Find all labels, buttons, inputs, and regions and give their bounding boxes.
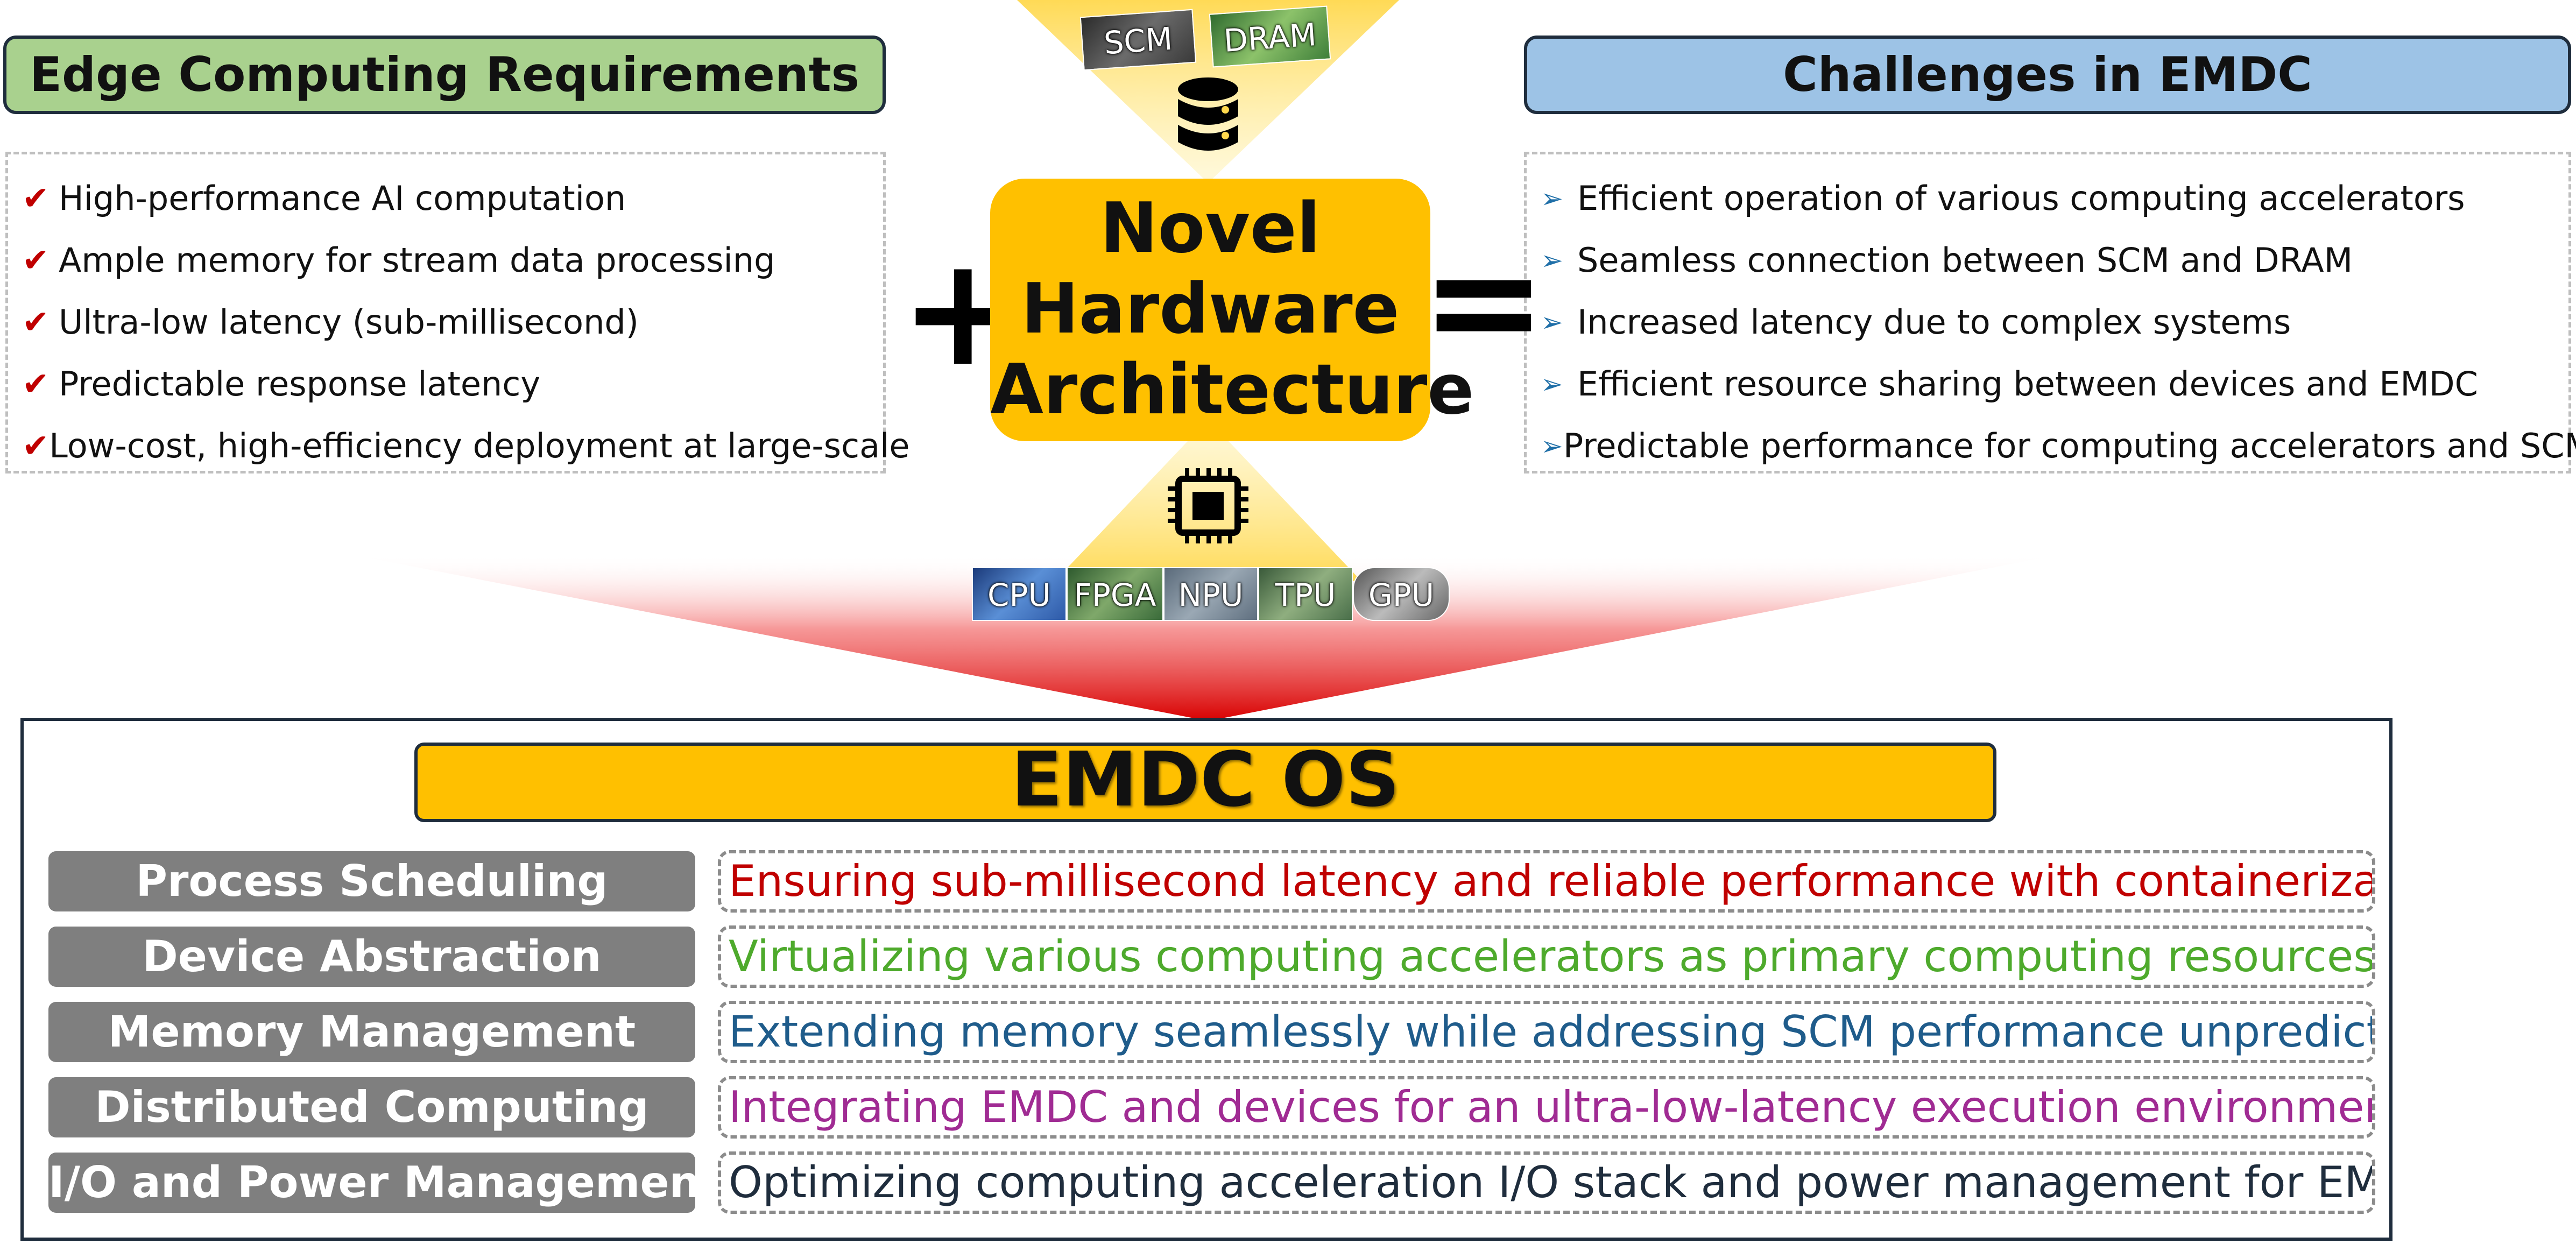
os-desc-distributed-computing: Integrating EMDC and devices for an ultr… xyxy=(718,1076,2375,1139)
os-label-process-scheduling: Process Scheduling xyxy=(48,851,695,911)
challenges-list: ➢Efficient operation of various computin… xyxy=(1541,167,2576,477)
list-item: ✔Ultra-low latency (sub-millisecond) xyxy=(22,302,639,342)
processor-chip-cpu: CPU xyxy=(972,567,1067,621)
os-label-device-abstraction: Device Abstraction xyxy=(48,927,695,987)
novel-hardware-architecture: Novel Hardware Architecture xyxy=(990,179,1474,441)
list-item: ➢Efficient operation of various computin… xyxy=(1541,179,2465,218)
requirements-box: ✔High-performance AI computation ✔Ample … xyxy=(5,152,909,473)
list-item: ➢Efficient resource sharing between devi… xyxy=(1541,364,2478,404)
challenges-title: Challenges in EMDC xyxy=(1783,47,2312,102)
os-desc-process-scheduling: Ensuring sub-millisecond latency and rel… xyxy=(718,850,2375,913)
check-icon: ✔ xyxy=(22,427,50,465)
os-desc-memory-management: Extending memory seamlessly while addres… xyxy=(718,1001,2375,1063)
emdc-os-title: EMDC OS xyxy=(414,743,1996,822)
list-item: ✔Ample memory for stream data processing xyxy=(22,241,775,280)
cpu-chip-icon xyxy=(1168,468,1248,543)
arrow-right-icon: ➢ xyxy=(1541,244,1563,276)
os-label-distributed-computing: Distributed Computing xyxy=(48,1077,695,1137)
requirements-title: Edge Computing Requirements xyxy=(29,47,860,102)
hardware-title-line3: Architecture xyxy=(990,350,1474,430)
hardware-title-line1: Novel xyxy=(1100,188,1321,268)
requirements-header: Edge Computing Requirements xyxy=(3,36,886,114)
list-item: ➢Seamless connection between SCM and DRA… xyxy=(1541,241,2353,280)
challenges-box: ➢Efficient operation of various computin… xyxy=(1524,152,2576,473)
memory-chip-dram: DRAM xyxy=(1209,5,1331,68)
os-label-io-power-management: I/O and Power Management xyxy=(48,1153,721,1213)
list-item: ✔Predictable response latency xyxy=(22,364,541,404)
processor-chip-fpga: FPGA xyxy=(1067,567,1163,621)
check-icon: ✔ xyxy=(22,303,50,341)
list-item: ➢Predictable performance for computing a… xyxy=(1541,426,2576,465)
check-icon: ✔ xyxy=(22,365,50,403)
arrow-right-icon: ➢ xyxy=(1541,306,1563,338)
os-desc-device-abstraction: Virtualizing various computing accelerat… xyxy=(718,925,2375,988)
requirements-list: ✔High-performance AI computation ✔Ample … xyxy=(22,167,910,477)
check-icon: ✔ xyxy=(22,241,50,279)
funnel-shape xyxy=(350,554,2061,721)
os-desc-io-power-management: Optimizing computing acceleration I/O st… xyxy=(718,1151,2375,1214)
challenges-header: Challenges in EMDC xyxy=(1524,36,2571,114)
processor-chip-gpu: GPU xyxy=(1353,567,1450,621)
hardware-title-line2: Hardware xyxy=(1021,269,1400,349)
database-icon xyxy=(1178,77,1238,151)
arrow-right-icon: ➢ xyxy=(1541,430,1563,462)
check-icon: ✔ xyxy=(22,179,50,217)
arrow-right-icon: ➢ xyxy=(1541,368,1563,400)
processor-chip-tpu: TPU xyxy=(1258,567,1353,621)
equals-sign: = xyxy=(1421,214,1547,389)
os-label-memory-management: Memory Management xyxy=(48,1002,695,1062)
processor-chip-npu: NPU xyxy=(1163,567,1258,621)
list-item: ➢Increased latency due to complex system… xyxy=(1541,302,2291,342)
arrow-right-icon: ➢ xyxy=(1541,182,1563,214)
list-item: ✔Low-cost, high-efficiency deployment at… xyxy=(22,426,910,465)
plus-sign: + xyxy=(900,224,1026,400)
memory-chip-scm: SCM xyxy=(1079,9,1197,71)
list-item: ✔High-performance AI computation xyxy=(22,179,626,218)
